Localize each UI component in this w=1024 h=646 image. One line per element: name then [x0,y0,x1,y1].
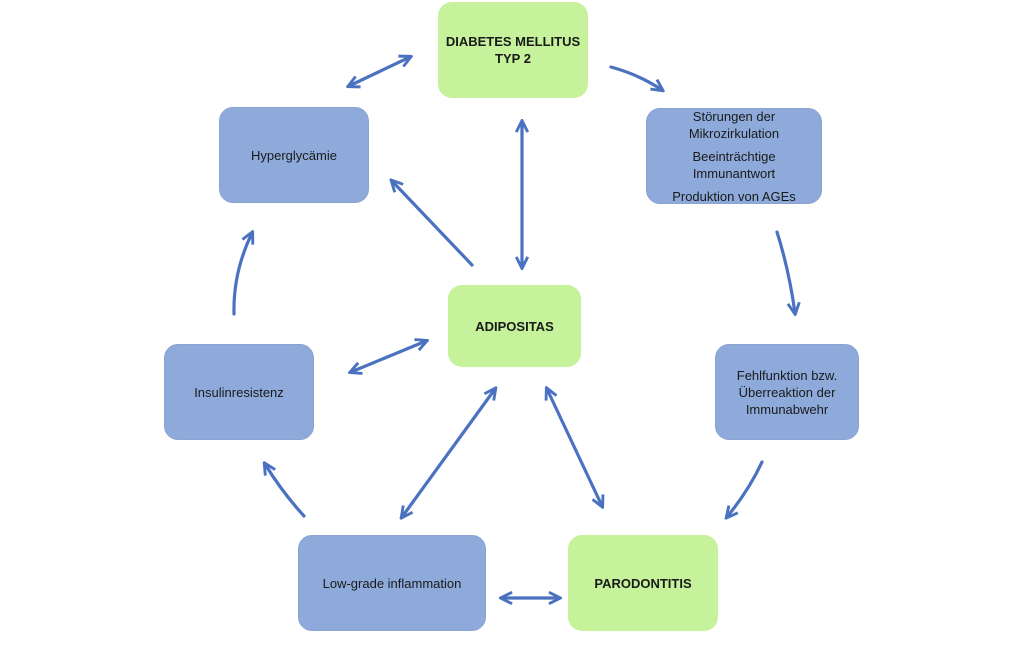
node-stoerungen-line5: Produktion von AGEs [672,188,796,204]
node-fehlfunktion-line1: Fehlfunktion bzw. [736,367,838,383]
arrow-diabetes-stoerungen [609,65,662,90]
arrow-stoerungen-fehlfunktion [775,230,795,313]
node-hyperglykaemie: Hyperglycämie [219,107,369,203]
node-fehlfunktion-line2: Überreaktion der [738,384,836,400]
node-fehlfunktion-line3: Immunabwehr [745,401,829,417]
node-stoerungen-line3: Beeinträchtige [692,148,776,164]
node-lowgrade-inflammation: Low-grade inflammation [298,535,486,631]
arrow-adipositas-hyperglykaemie [392,181,474,267]
node-stoerungen-line4: Immunantwort [692,165,776,181]
node-adipositas-label: ADIPOSITAS [475,318,554,334]
arrow-adipositas-parodontitis [547,389,602,506]
node-adipositas: ADIPOSITAS [448,285,581,367]
arrow-insulinresistenz-hyperglykaemie [232,233,252,316]
node-diabetes-mellitus: DIABETES MELLITUS TYP 2 [438,2,588,98]
node-stoerungen-line2: Mikrozirkulation [688,125,780,141]
arrow-lowgrade-insulinresistenz [265,464,306,518]
arrow-fehlfunktion-parodontitis [727,460,764,517]
node-lowgrade-label: Low-grade inflammation [322,575,462,591]
arrow-insulinresistenz-adipositas [351,341,426,372]
node-insulinresistenz-label: Insulinresistenz [194,384,284,400]
arrow-adipositas-lowgrade [402,389,495,517]
node-parodontitis: PARODONTITIS [568,535,718,631]
node-stoerungen-line1: Störungen der [692,108,776,124]
node-hyperglykaemie-label: Hyperglycämie [251,147,337,163]
node-insulinresistenz: Insulinresistenz [164,344,314,440]
node-parodontitis-label: PARODONTITIS [594,575,692,591]
node-stoerungen: Störungen der Mikrozirkulation Beeinträc… [646,108,822,204]
node-diabetes-line1: DIABETES MELLITUS [445,34,581,49]
node-fehlfunktion: Fehlfunktion bzw. Überreaktion der Immun… [715,344,859,440]
node-diabetes-line2: TYP 2 [495,51,531,66]
arrow-hyperglykaemie-diabetes [349,57,410,86]
